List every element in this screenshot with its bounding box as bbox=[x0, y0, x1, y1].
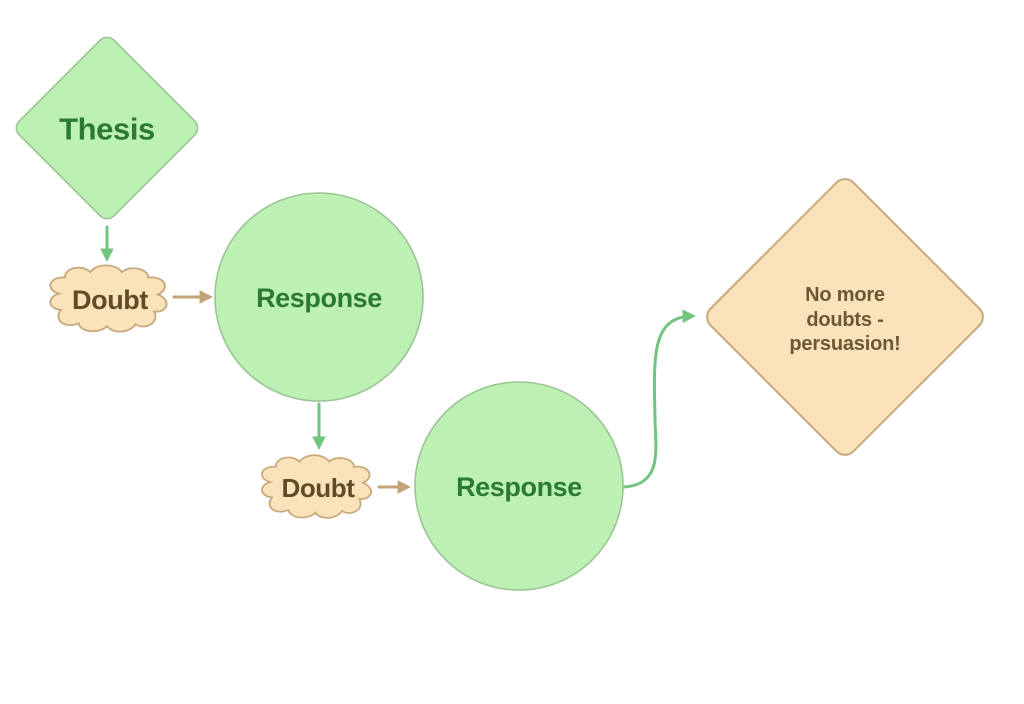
response2-label: Response bbox=[456, 472, 582, 502]
conclusion-diamond-shape[interactable] bbox=[702, 174, 988, 460]
doubt2-label: Doubt bbox=[281, 473, 355, 503]
node-response-2[interactable]: Response bbox=[414, 381, 624, 591]
edge-response2-to-conclusion[interactable] bbox=[621, 309, 697, 489]
node-thesis[interactable]: Thesis bbox=[12, 33, 202, 223]
thesis-label: Thesis bbox=[59, 112, 155, 147]
conclusion-label-line3: persuasion! bbox=[789, 333, 900, 355]
thesis-diamond-shape[interactable] bbox=[12, 33, 202, 223]
node-doubt-1[interactable]: Doubt bbox=[49, 264, 168, 333]
conclusion-label-line1: No more bbox=[805, 284, 885, 306]
doubt1-label: Doubt bbox=[72, 285, 148, 315]
response1-circle-shape[interactable] bbox=[214, 192, 424, 402]
response2-circle-shape[interactable] bbox=[414, 381, 624, 591]
node-conclusion[interactable]: No more doubts - persuasion! bbox=[702, 174, 988, 460]
node-doubt-2[interactable]: Doubt bbox=[261, 454, 373, 519]
node-response-1[interactable]: Response bbox=[214, 192, 424, 402]
response1-label: Response bbox=[256, 283, 382, 313]
conclusion-label-line2: doubts - bbox=[806, 309, 883, 331]
